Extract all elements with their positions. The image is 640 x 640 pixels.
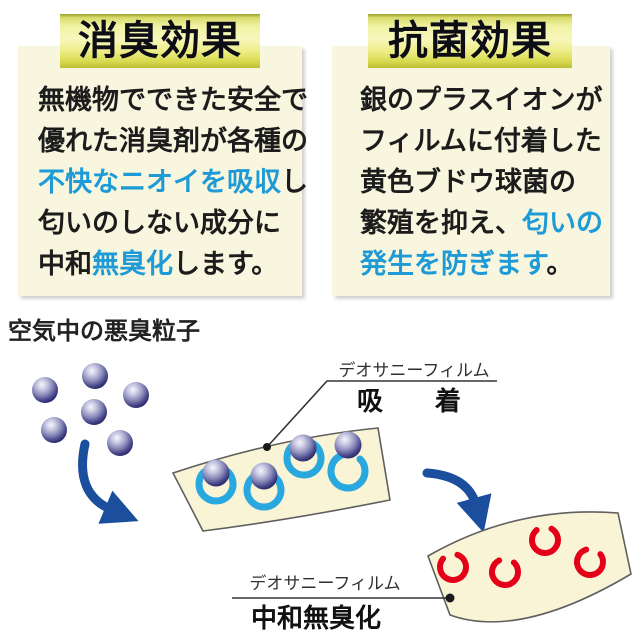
text-line: 銀のプラスイオンが <box>360 80 603 121</box>
odor-particle <box>41 417 67 443</box>
text-line: 発生を防ぎます。 <box>360 244 603 285</box>
text-line: 中和無臭化します。 <box>38 244 308 285</box>
captured-particle <box>289 434 317 462</box>
text-segment: 無臭化 <box>92 249 173 279</box>
text-segment: フィルムに付着した <box>360 126 602 156</box>
text-segment: 黄色ブドウ球菌の <box>360 167 576 197</box>
odor-particles-cluster <box>32 363 149 456</box>
text-segment: 銀のプラスイオンが <box>360 85 603 115</box>
odor-particle <box>82 363 108 389</box>
text-segment: 不快なニオイを吸収 <box>38 167 281 197</box>
neutralization-caption: 中和無臭化 <box>251 603 381 633</box>
antibacterial-header-title: 抗菌効果 <box>388 19 552 63</box>
deodorizing-header-band: 消臭効果 <box>60 14 260 68</box>
deodorizing-header-title: 消臭効果 <box>78 19 242 63</box>
captured-particle <box>250 462 278 490</box>
odor-particle <box>32 377 58 403</box>
film2-label: デオサニーフィルム <box>249 573 400 593</box>
arrow-to-adsorption <box>78 439 139 524</box>
odor-particle <box>107 430 133 456</box>
text-segment: し <box>281 167 308 197</box>
arrow-to-neutralization <box>422 468 492 533</box>
deodorizing-text-box <box>18 46 302 296</box>
antibacterial-description: 銀のプラスイオンが フィルムに付着した 黄色ブドウ球菌の 繁殖を抑え、匂いの 発… <box>360 80 603 285</box>
text-segment: します。 <box>173 249 279 279</box>
text-line: 無機物でできた安全で <box>38 80 308 121</box>
text-line: フィルムに付着した <box>360 121 603 162</box>
text-segment: 匂いの <box>522 208 603 238</box>
film1-label: デオサニーフィルム <box>338 360 489 380</box>
odor-particle <box>123 382 149 408</box>
text-segment: 中和 <box>38 249 92 279</box>
text-segment: 優れた消臭剤が各種の <box>38 126 308 156</box>
text-segment: 匂いのしない成分に <box>38 208 281 238</box>
text-segment: 。 <box>546 249 574 279</box>
deodorizing-description: 無機物でできた安全で 優れた消臭剤が各種の 不快なニオイを吸収し 匂いのしない成… <box>38 80 308 285</box>
antibacterial-text-box <box>332 46 610 296</box>
film2-pointer-dot <box>445 593 455 603</box>
text-segment: 無機物でできた安全で <box>38 85 308 115</box>
antibacterial-header-band: 抗菌効果 <box>368 14 572 68</box>
film1-pointer-line <box>266 380 497 448</box>
film-adsorption <box>171 427 391 532</box>
text-segment: 発生を防ぎます <box>360 249 547 279</box>
odor-particles-label: 空気中の悪臭粒子 <box>8 317 200 345</box>
captured-particle <box>202 459 230 487</box>
text-line: 優れた消臭剤が各種の <box>38 121 308 162</box>
captured-particle <box>334 431 362 459</box>
text-segment: 繁殖を抑え、 <box>360 208 522 238</box>
text-line: 匂いのしない成分に <box>38 203 308 244</box>
film1-pointer-dot <box>263 443 271 451</box>
adsorption-caption: 吸 着 <box>357 386 461 416</box>
deodorizing-process-diagram: 空気中の悪臭粒子 デオサニーフィルム 吸 着 <box>8 317 632 633</box>
film-sheet <box>427 511 632 623</box>
odor-particle <box>81 399 107 425</box>
text-line: 不快なニオイを吸収し <box>38 162 308 203</box>
text-line: 黄色ブドウ球菌の <box>360 162 603 203</box>
film-neutralized <box>427 511 632 623</box>
text-line: 繁殖を抑え、匂いの <box>360 203 603 244</box>
